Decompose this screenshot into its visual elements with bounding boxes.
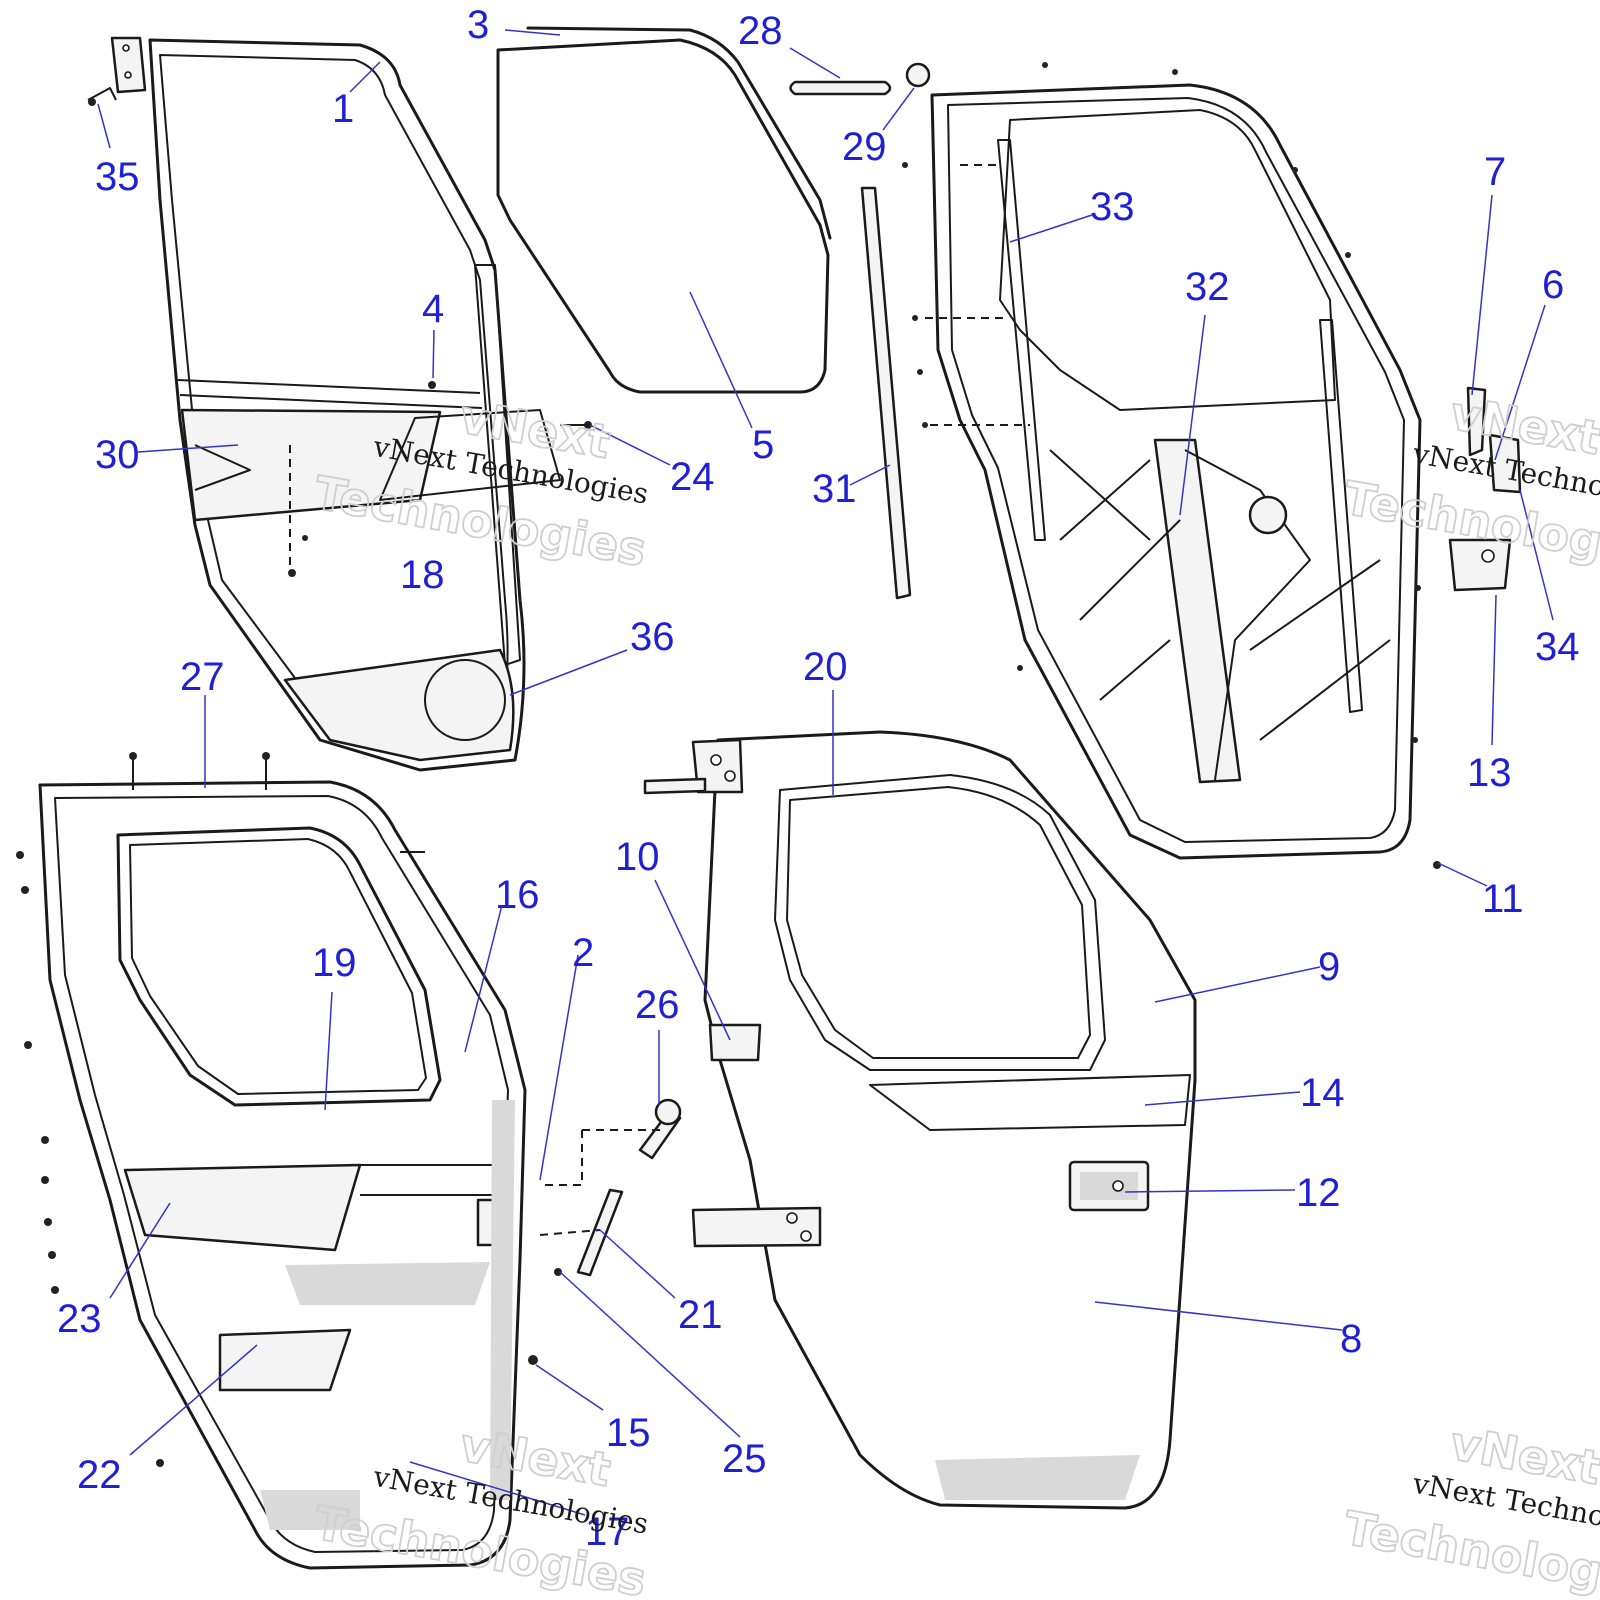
latch-mechanism xyxy=(1448,538,1512,592)
hinge-bracket xyxy=(87,87,117,106)
callout-18: 18 xyxy=(400,553,445,597)
callout-28: 28 xyxy=(738,9,783,53)
callout-36: 36 xyxy=(630,615,675,659)
callout-17: 17 xyxy=(585,1510,630,1554)
callout-5: 5 xyxy=(752,423,774,467)
watermark-bottom-right: vNext Technologies vNext Technologies xyxy=(1339,1415,1600,1600)
callout-21: 21 xyxy=(678,1293,723,1337)
leader-lines xyxy=(97,29,1554,1516)
inner-trim-panel xyxy=(16,752,562,1570)
callout-25: 25 xyxy=(722,1437,767,1481)
callout-4: 4 xyxy=(422,287,444,331)
callout-10: 10 xyxy=(615,835,660,879)
callout-6: 6 xyxy=(1542,263,1564,307)
callout-9: 9 xyxy=(1318,945,1340,989)
callout-19: 19 xyxy=(312,941,357,985)
callout-14: 14 xyxy=(1300,1071,1345,1115)
screw xyxy=(1433,861,1441,869)
door-strap xyxy=(789,80,892,96)
callout-16: 16 xyxy=(495,873,540,917)
callout-1: 1 xyxy=(332,87,354,131)
callout-3: 3 xyxy=(467,3,489,47)
callout-labels: 1 2 3 4 5 6 7 8 9 10 11 12 13 14 15 16 1… xyxy=(57,3,1580,1554)
callout-31: 31 xyxy=(812,467,857,511)
callout-35: 35 xyxy=(95,155,140,199)
callout-7: 7 xyxy=(1484,150,1506,194)
callout-33: 33 xyxy=(1090,185,1135,229)
window-crank xyxy=(545,1098,682,1186)
callout-30: 30 xyxy=(95,433,140,477)
inside-handle xyxy=(1466,386,1487,457)
callout-32: 32 xyxy=(1185,265,1230,309)
inner-door-panel xyxy=(902,62,1422,860)
callout-12: 12 xyxy=(1296,1171,1341,1215)
mount-bracket xyxy=(539,1188,624,1277)
callout-34: 34 xyxy=(1535,625,1580,669)
callout-11: 11 xyxy=(1482,877,1524,921)
glass-seal xyxy=(526,26,832,240)
callout-13: 13 xyxy=(1467,751,1512,795)
cap xyxy=(905,62,931,88)
callout-23: 23 xyxy=(57,1297,102,1341)
callout-24: 24 xyxy=(670,455,715,499)
callout-26: 26 xyxy=(635,983,680,1027)
callout-27: 27 xyxy=(180,655,225,699)
door-glass xyxy=(496,38,830,394)
door-frame xyxy=(110,36,592,772)
callout-15: 15 xyxy=(606,1411,651,1455)
callout-2: 2 xyxy=(572,931,594,975)
callout-22: 22 xyxy=(77,1453,122,1497)
callout-8: 8 xyxy=(1340,1317,1362,1361)
vertical-bar xyxy=(860,186,912,600)
outer-door-skin xyxy=(643,730,1197,1510)
callout-29: 29 xyxy=(842,125,887,169)
callout-20: 20 xyxy=(803,645,848,689)
